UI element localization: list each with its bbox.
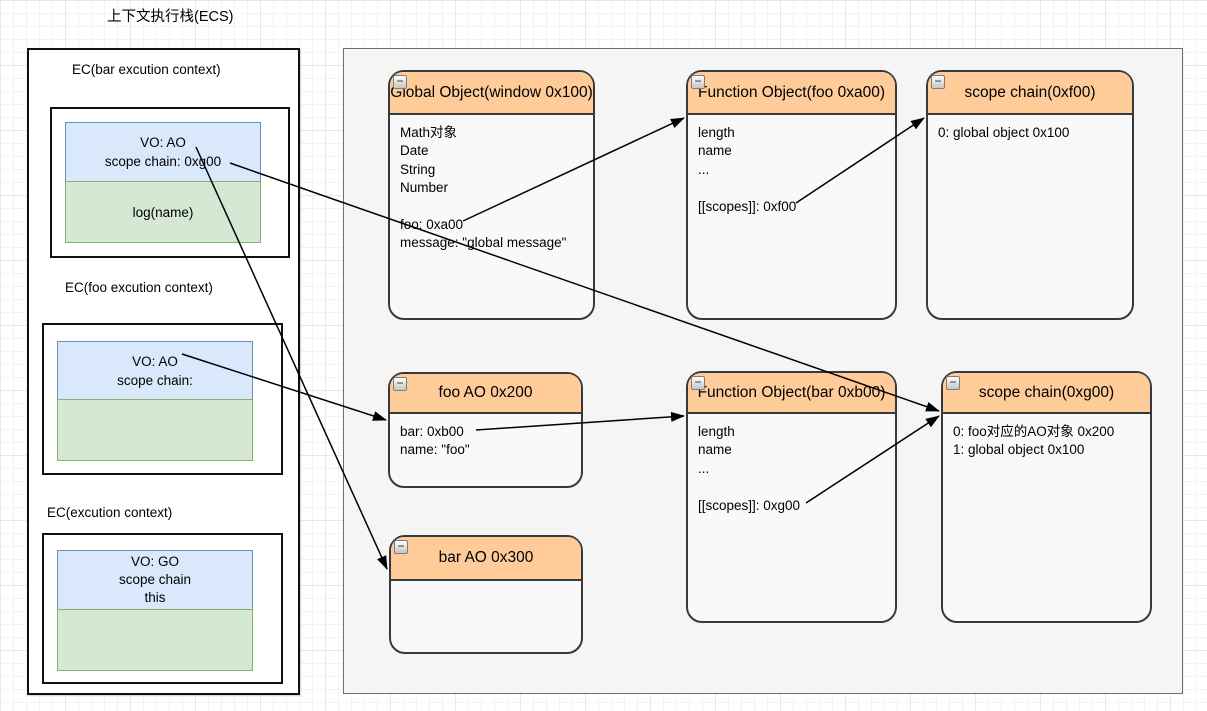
- collapse-button[interactable]: −: [393, 377, 407, 391]
- code-line: log(name): [132, 204, 194, 220]
- node-line: length: [698, 424, 735, 439]
- node-title: Global Object(window 0x100): [390, 83, 593, 101]
- node-function-bar[interactable]: − Function Object(bar 0xb00) length name…: [686, 371, 897, 623]
- node-foo-ao[interactable]: − foo AO 0x200 bar: 0xb00 name: "foo": [388, 372, 583, 488]
- node-line: length: [698, 125, 735, 140]
- vo-line: scope chain: [118, 572, 192, 587]
- ec-global-code-box[interactable]: [57, 609, 253, 671]
- ecs-title: 上下文执行栈(ECS): [107, 9, 234, 25]
- ec-bar-label: EC(bar excution context): [72, 62, 221, 77]
- node-body: bar: 0xb00 name: "foo": [390, 414, 581, 460]
- vo-line: scope chain: 0xg00: [104, 154, 222, 169]
- node-line: Date: [400, 143, 429, 159]
- ec-foo-label: EC(foo excution context): [65, 280, 213, 295]
- node-line: ...: [698, 460, 710, 476]
- collapse-button[interactable]: −: [393, 75, 407, 89]
- node-line: Number: [400, 180, 449, 196]
- node-title: Function Object(foo 0xa00): [698, 83, 885, 101]
- node-line: Math对象: [400, 125, 458, 140]
- node-header: − scope chain(0xf00): [928, 72, 1132, 115]
- node-body: 0: global object 0x100: [928, 115, 1132, 142]
- node-body: length name ... [[scopes]]: 0xf00: [688, 115, 895, 216]
- node-line: bar: 0xb00: [400, 424, 464, 439]
- node-bar-ao[interactable]: − bar AO 0x300: [389, 535, 583, 654]
- node-line: [400, 198, 593, 216]
- node-line: ...: [698, 161, 710, 177]
- node-body: Math对象 Date String Number foo: 0xa00 mes…: [390, 115, 593, 253]
- node-header: − Function Object(bar 0xb00): [688, 373, 895, 414]
- node-line: [698, 478, 895, 496]
- node-global-object[interactable]: − Global Object(window 0x100) Math对象 Dat…: [388, 70, 595, 320]
- vo-line: this: [144, 590, 166, 605]
- collapse-button[interactable]: −: [691, 75, 705, 89]
- collapse-button[interactable]: −: [946, 376, 960, 390]
- node-title: Function Object(bar 0xb00): [697, 383, 886, 401]
- node-title: bar AO 0x300: [438, 549, 534, 566]
- node-line: 1: global object 0x100: [953, 442, 1085, 458]
- node-scope-chain-0xg00[interactable]: − scope chain(0xg00) 0: foo对应的AO对象 0x200…: [941, 371, 1152, 623]
- node-header: − Function Object(foo 0xa00): [688, 72, 895, 115]
- node-line: foo: 0xa00: [400, 216, 464, 232]
- vo-line: scope chain:: [117, 372, 193, 388]
- node-header: − Global Object(window 0x100): [390, 72, 593, 115]
- node-line: name: "foo": [400, 442, 470, 458]
- node-line: [698, 179, 895, 197]
- node-line: 0: global object 0x100: [938, 125, 1070, 140]
- vo-line: VO: AO: [132, 353, 178, 369]
- node-line: [[scopes]]: 0xg00: [698, 497, 801, 513]
- ec-bar-code-box[interactable]: log(name): [65, 181, 261, 243]
- node-body: length name ... [[scopes]]: 0xg00: [688, 414, 895, 515]
- node-line: String: [400, 161, 436, 177]
- vo-line: VO: AO: [140, 135, 186, 150]
- ec-global-label: EC(excution context): [47, 505, 173, 520]
- node-header: − bar AO 0x300: [391, 537, 581, 581]
- node-scope-chain-0xf00[interactable]: − scope chain(0xf00) 0: global object 0x…: [926, 70, 1134, 320]
- node-line: name: [698, 143, 732, 159]
- node-line: name: [698, 442, 732, 458]
- collapse-button[interactable]: −: [931, 75, 945, 89]
- node-body: [391, 581, 581, 590]
- ec-bar-vo-box[interactable]: VO: AO scope chain: 0xg00: [65, 122, 261, 182]
- node-line: 0: foo对应的AO对象 0x200: [953, 424, 1115, 439]
- node-header: − scope chain(0xg00): [943, 373, 1150, 414]
- node-function-foo[interactable]: − Function Object(foo 0xa00) length name…: [686, 70, 897, 320]
- collapse-button[interactable]: −: [691, 376, 705, 390]
- ec-foo-code-box[interactable]: [57, 399, 253, 461]
- ec-foo-vo-box[interactable]: VO: AO scope chain:: [57, 341, 253, 400]
- node-header: − foo AO 0x200: [390, 374, 581, 414]
- collapse-button[interactable]: −: [394, 540, 408, 554]
- vo-line: VO: GO: [130, 554, 179, 569]
- node-body: 0: foo对应的AO对象 0x200 1: global object 0x1…: [943, 414, 1150, 460]
- ec-global-vo-box[interactable]: VO: GO scope chain this: [57, 550, 253, 610]
- node-line: [[scopes]]: 0xf00: [698, 198, 797, 214]
- node-line: message: "global message": [400, 235, 567, 251]
- node-title: scope chain(0xf00): [964, 83, 1096, 101]
- node-title: foo AO 0x200: [438, 384, 533, 401]
- node-title: scope chain(0xg00): [978, 383, 1115, 401]
